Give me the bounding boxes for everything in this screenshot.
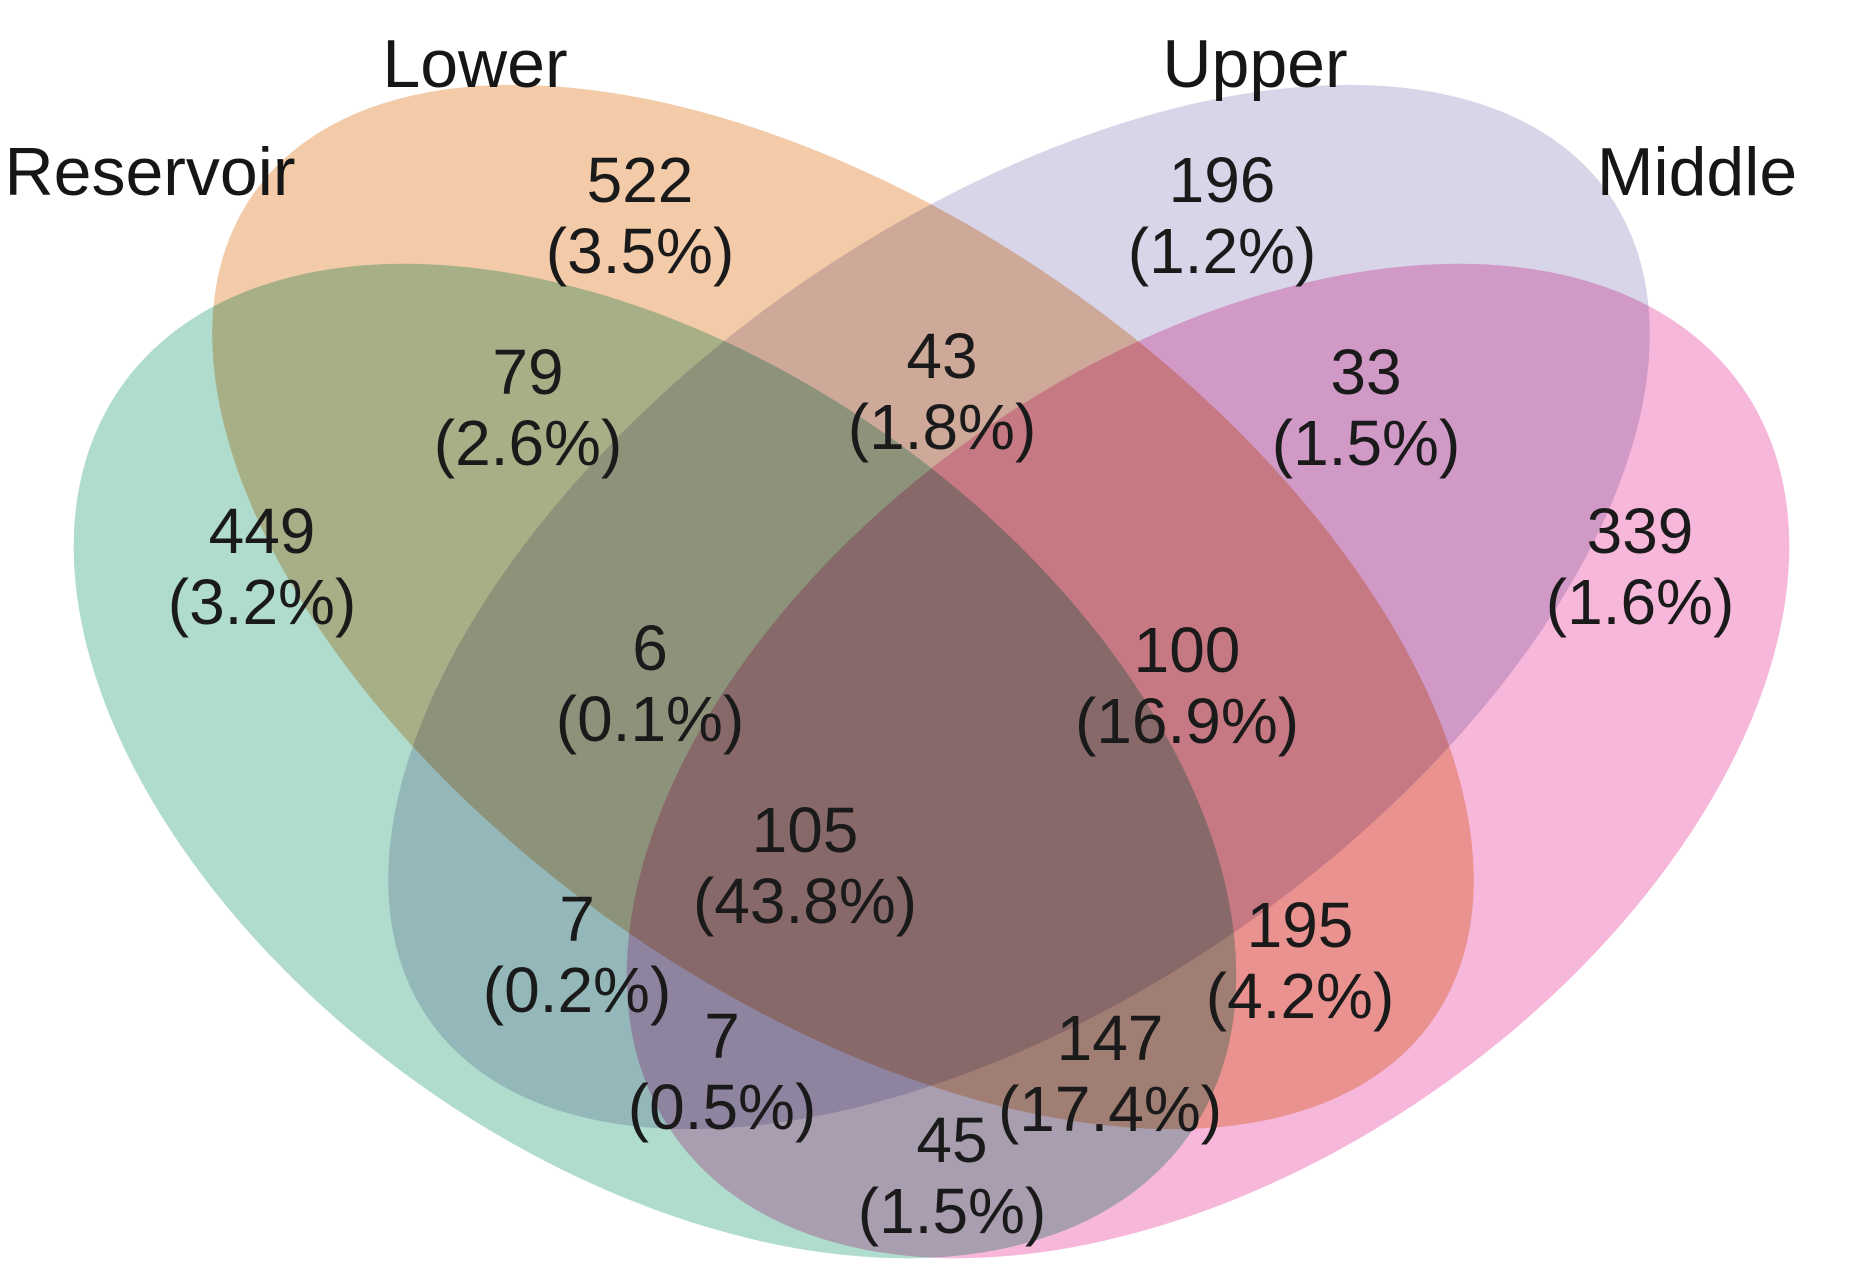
region-count: 196 bbox=[1168, 144, 1276, 216]
region-count: 6 bbox=[632, 612, 668, 684]
region-percent: (17.4%) bbox=[997, 1073, 1223, 1145]
region-label-lower-upper-middle: 100(16.9%) bbox=[1075, 615, 1299, 757]
region-label-reservoir-upper: 7(0.2%) bbox=[483, 884, 672, 1026]
region-label-reservoir-lower-upper: 6(0.1%) bbox=[556, 613, 745, 755]
region-count: 195 bbox=[1246, 889, 1354, 961]
region-percent: (0.5%) bbox=[627, 1071, 817, 1143]
middle-ellipse bbox=[626, 263, 1790, 1259]
region-label-lower-upper: 43(1.8%) bbox=[848, 321, 1037, 463]
region-count: 79 bbox=[492, 336, 564, 408]
set-label-reservoir: Reservoir bbox=[4, 134, 296, 210]
region-count: 7 bbox=[704, 1000, 740, 1072]
region-count: 43 bbox=[906, 320, 978, 392]
region-label-reservoir-middle: 45(1.5%) bbox=[858, 1105, 1047, 1247]
region-count: 522 bbox=[586, 144, 694, 216]
region-count: 449 bbox=[208, 495, 316, 567]
region-percent: (1.8%) bbox=[847, 391, 1037, 463]
region-label-upper: 196(1.2%) bbox=[1128, 145, 1317, 287]
region-count: 7 bbox=[559, 883, 595, 955]
set-label-lower: Lower bbox=[382, 26, 568, 102]
region-percent: (0.1%) bbox=[555, 683, 745, 755]
region-percent: (1.5%) bbox=[1271, 407, 1461, 479]
set-label-middle: Middle bbox=[1596, 134, 1798, 210]
region-percent: (0.2%) bbox=[482, 954, 672, 1026]
region-count: 147 bbox=[1056, 1002, 1164, 1074]
region-label-reservoir-lower-middle: 147(17.4%) bbox=[998, 1003, 1222, 1145]
region-percent: (3.5%) bbox=[545, 215, 735, 287]
region-label-middle: 339(1.6%) bbox=[1546, 496, 1735, 638]
region-label-lower: 522(3.5%) bbox=[546, 145, 735, 287]
set-label-upper: Upper bbox=[1162, 26, 1348, 102]
region-count: 100 bbox=[1133, 614, 1241, 686]
region-percent: (3.2%) bbox=[167, 566, 357, 638]
region-percent: (1.6%) bbox=[1545, 566, 1735, 638]
region-percent: (1.2%) bbox=[1127, 215, 1317, 287]
region-label-reservoir-upper-middle: 7(0.5%) bbox=[628, 1001, 817, 1143]
region-label-reservoir-lower-upper-middle: 105(43.8%) bbox=[693, 795, 917, 937]
region-percent: (16.9%) bbox=[1074, 685, 1300, 757]
region-label-lower-middle: 195(4.2%) bbox=[1206, 890, 1395, 1032]
region-label-upper-middle: 33(1.5%) bbox=[1272, 337, 1461, 479]
region-percent: (1.5%) bbox=[857, 1175, 1047, 1247]
region-count: 339 bbox=[1586, 495, 1694, 567]
region-label-reservoir: 449(3.2%) bbox=[168, 496, 357, 638]
region-percent: (4.2%) bbox=[1205, 960, 1395, 1032]
region-count: 45 bbox=[916, 1104, 988, 1176]
region-percent: (2.6%) bbox=[433, 407, 623, 479]
region-label-reservoir-lower: 79(2.6%) bbox=[434, 337, 623, 479]
region-count: 105 bbox=[751, 794, 859, 866]
region-percent: (43.8%) bbox=[692, 865, 918, 937]
region-count: 33 bbox=[1330, 336, 1402, 408]
